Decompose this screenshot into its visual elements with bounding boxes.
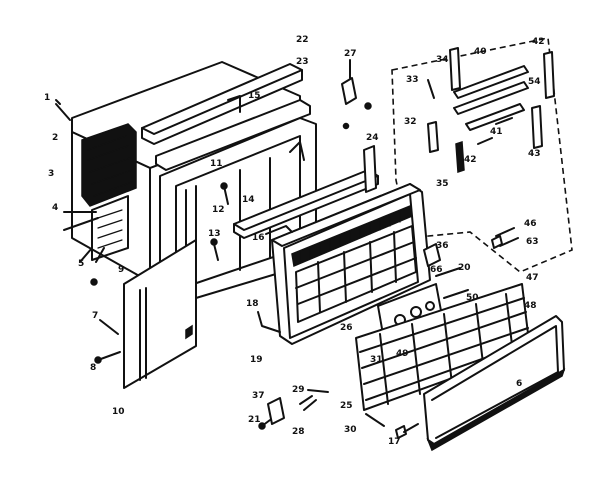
callout-46: 46 bbox=[524, 219, 537, 229]
callout-16: 16 bbox=[252, 233, 265, 243]
callout-29: 29 bbox=[292, 385, 305, 395]
callout-28: 28 bbox=[292, 427, 305, 437]
callout-21: 21 bbox=[248, 415, 261, 425]
callout-22: 22 bbox=[296, 35, 309, 45]
enclosure-parts bbox=[427, 47, 555, 249]
callout-5: 5 bbox=[78, 259, 84, 269]
callout-4: 4 bbox=[52, 203, 58, 213]
callout-labels: 1 2 3 4 5 6 7 8 9 10 11 12 13 14 15 16 1… bbox=[44, 35, 545, 447]
callout-42b: 42 bbox=[464, 155, 477, 165]
callout-23: 23 bbox=[296, 57, 309, 67]
callout-33: 33 bbox=[406, 75, 419, 85]
callout-41: 41 bbox=[490, 127, 503, 137]
callout-15: 15 bbox=[248, 91, 261, 101]
callout-17: 17 bbox=[388, 437, 401, 447]
callout-13: 13 bbox=[208, 229, 221, 239]
callout-36: 36 bbox=[436, 241, 449, 251]
callout-47: 47 bbox=[526, 273, 539, 283]
callout-63: 63 bbox=[526, 237, 539, 247]
front-trim-panel bbox=[423, 315, 566, 452]
callout-42: 42 bbox=[532, 37, 545, 47]
callout-6: 6 bbox=[516, 379, 522, 389]
callout-14: 14 bbox=[242, 195, 255, 205]
filter-pad bbox=[81, 123, 137, 261]
callout-18: 18 bbox=[246, 299, 259, 309]
callout-10: 10 bbox=[112, 407, 125, 417]
callout-3: 3 bbox=[48, 169, 54, 179]
callout-12: 12 bbox=[212, 205, 225, 215]
side-panel bbox=[123, 239, 197, 389]
callout-25: 25 bbox=[340, 401, 353, 411]
callout-19: 19 bbox=[250, 355, 263, 365]
callout-1: 1 bbox=[44, 93, 50, 103]
callout-49: 49 bbox=[396, 349, 409, 359]
callout-8: 8 bbox=[90, 363, 96, 373]
callout-66: 66 bbox=[430, 265, 443, 275]
callout-54: 54 bbox=[528, 77, 541, 87]
callout-20: 20 bbox=[458, 263, 471, 273]
callout-35: 35 bbox=[436, 179, 449, 189]
callout-27: 27 bbox=[344, 49, 357, 59]
callout-31: 31 bbox=[370, 355, 383, 365]
callout-24: 24 bbox=[366, 133, 379, 143]
callout-2: 2 bbox=[52, 133, 58, 143]
callout-7: 7 bbox=[92, 311, 98, 321]
callout-50: 50 bbox=[466, 293, 479, 303]
callout-48: 48 bbox=[524, 301, 537, 311]
callout-37: 37 bbox=[252, 391, 265, 401]
callout-11: 11 bbox=[210, 159, 223, 169]
front-cabinet bbox=[271, 183, 431, 345]
callout-30: 30 bbox=[344, 425, 357, 435]
callout-40: 40 bbox=[474, 47, 487, 57]
callout-43: 43 bbox=[528, 149, 541, 159]
hardware-parts bbox=[55, 59, 469, 439]
callout-26: 26 bbox=[340, 323, 353, 333]
callout-32: 32 bbox=[404, 117, 417, 127]
callout-34: 34 bbox=[436, 55, 449, 65]
callout-9: 9 bbox=[118, 265, 124, 275]
